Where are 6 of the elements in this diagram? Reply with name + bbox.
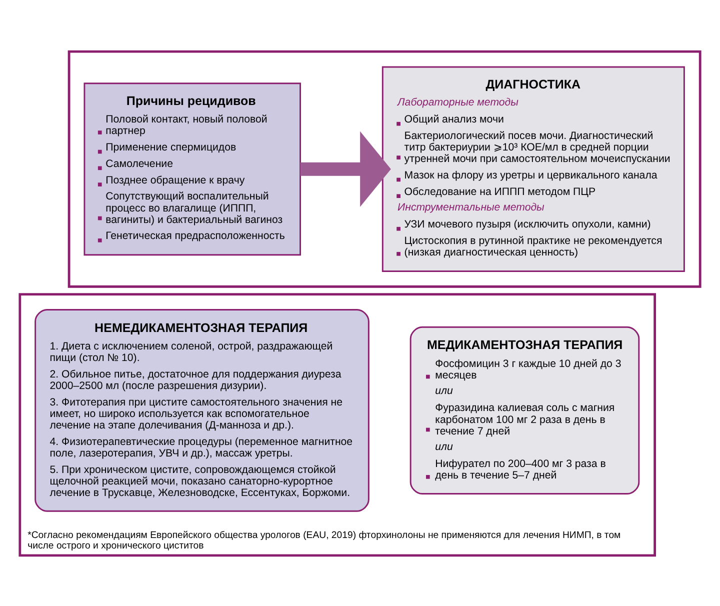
node-box: Причины рецидивов Половой контакт, новый половой партнер Применение спермицидов Самолечение Позднее обращение к врачу Сопутствующий воспалительный процесс во влагалище (ИППП, вагиниты) и бактериальный вагиноз Генетическая предрасположенность — [84, 82, 301, 256]
cluster — [68, 50, 702, 288]
node-box: МЕДИКАМЕНТОЗНАЯ ТЕРАПИЯ Фосфомицин 3 г каждые 10 дней до 3 месяцев или Фуразидина калиевая соль с магния карбонатом 100 мг 2 раза в день в течение 7 дней или Нифурател по 200–400 мг 3 раза в день в течение 5–7 дней — [410, 326, 640, 494]
arrow — [300, 130, 391, 206]
node-box: ДИАГНОСТИКА Лабораторные методы Общий анализ мочи Бактериологический посев мочи. Диагностический титр бактериурии ⩾10³ КОЕ/мл в средней порции утренней мочи при самостоятельном мочеиспускании Мазок на флору из уретры и цервикального канала Обследование на ИППП методом ПЦР Инструментальные методы УЗИ мочевого пузыря (исключить опухоли, камни) Цистоскопия в рутинной практике не рекомендуется (низкая диагностическая ценность) — [382, 66, 685, 272]
node-box: НЕМЕДИКАМЕНТОЗНАЯ ТЕРАПИЯ 1. Диета с исключением соленой, острой, раздражающей пищи (стол № 10). 2. Обильное питье, достаточное для поддержания диуреза 2000–2500 мл (после разрешения дизурии). 3. Фитотерапия при цистите самостоятельного значения не имеет, но широко используется как вспомогательное лечение на этапе долечивания (Д-манноза и др.). 4. Физиотерапевтические процедуры (переменное магнитное поле, лазеротерапия, УВЧ и др.), массаж уретры. 5. При хроническом цистите, сопровождающемся стойкой щелочной реакцией мочи, показано санаторно-курортное лечение в Трускавце, Железноводске, Ессентуках, Боржоми. — [34, 308, 370, 512]
